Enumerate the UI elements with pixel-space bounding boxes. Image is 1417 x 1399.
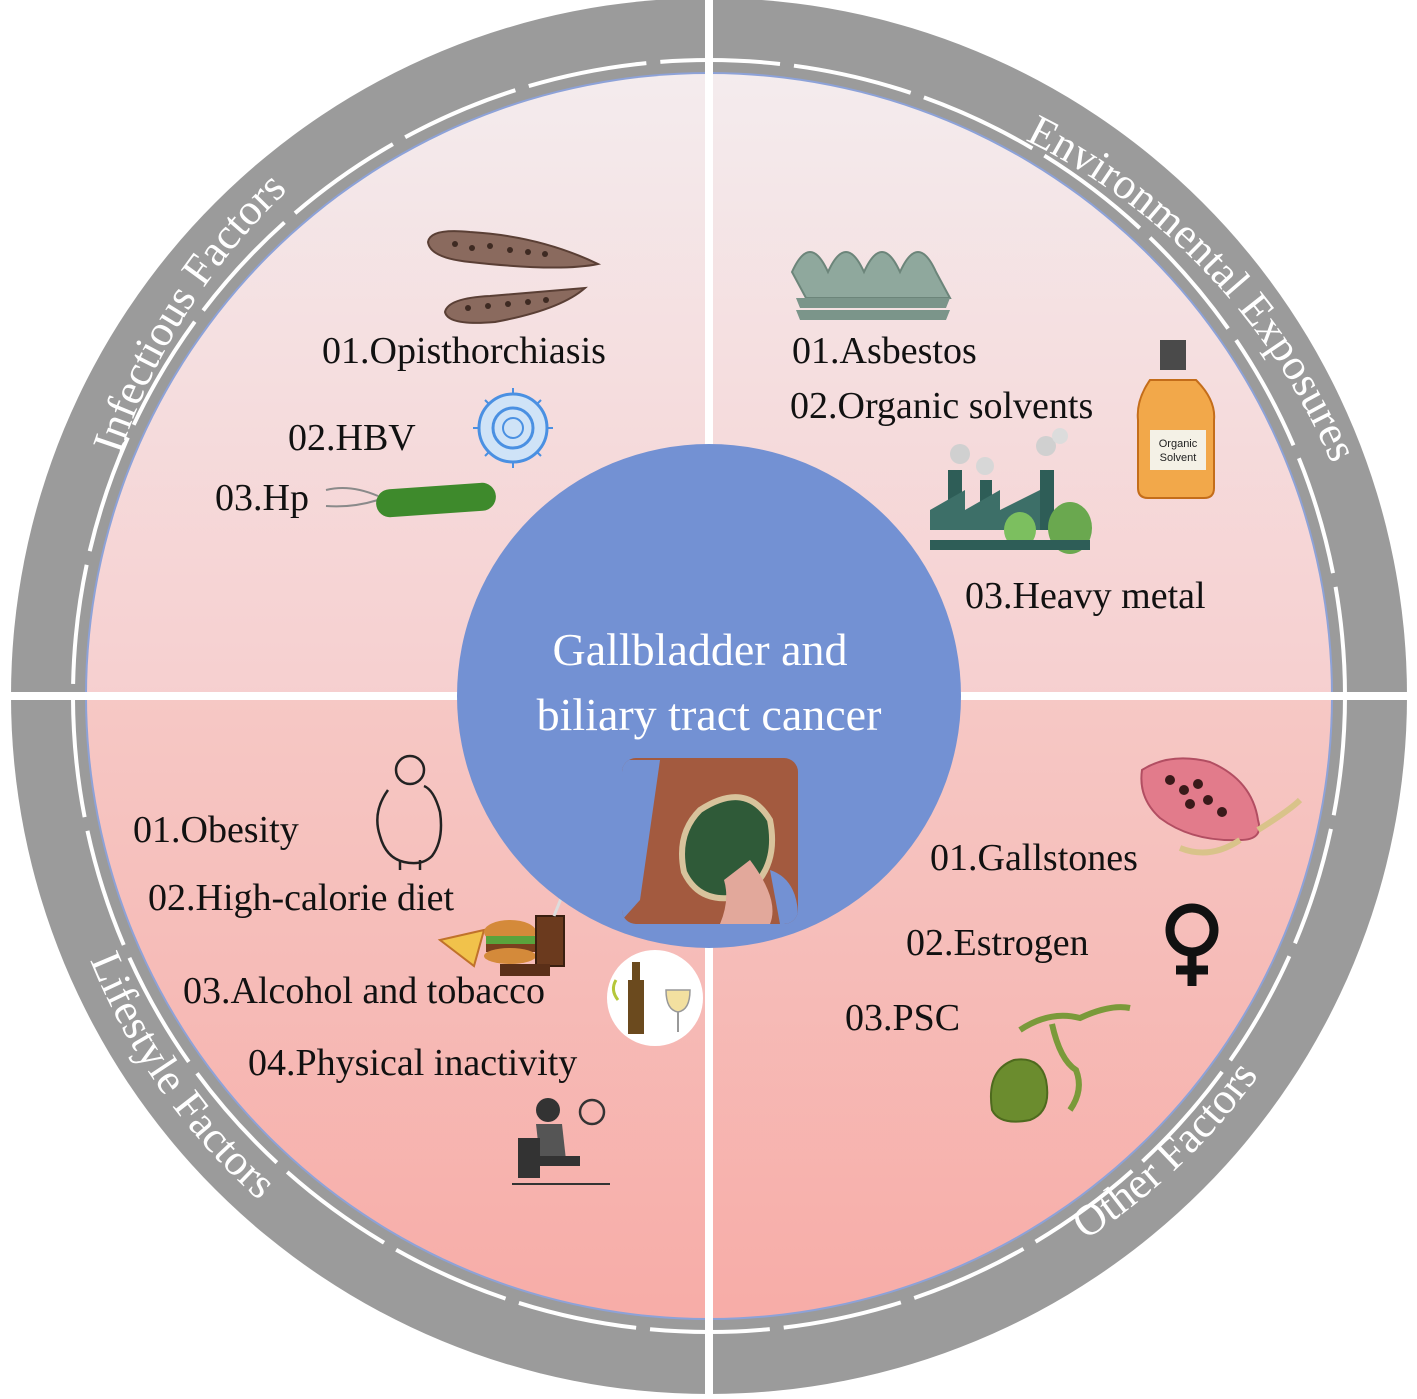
item-alcohol-tobacco: 03.Alcohol and tobacco bbox=[183, 970, 545, 1012]
item-estrogen: 02.Estrogen bbox=[906, 922, 1089, 964]
obese-person-icon bbox=[376, 754, 443, 870]
biliary-tree-icon bbox=[990, 1004, 1131, 1123]
item-heavy-metal: 03.Heavy metal bbox=[965, 575, 1206, 617]
item-obesity: 01.Obesity bbox=[133, 809, 299, 851]
item-physical-inactivity: 04.Physical inactivity bbox=[248, 1042, 577, 1084]
item-hp: 03.Hp bbox=[215, 477, 309, 519]
item-organic-solvents: 02.Organic solvents bbox=[790, 385, 1093, 427]
item-asbestos: 01.Asbestos bbox=[792, 330, 977, 372]
sedentary-person-icon bbox=[512, 1098, 610, 1185]
solvent-bottle-icon: Organic Solvent bbox=[1136, 340, 1216, 499]
bacterium-icon bbox=[325, 482, 496, 518]
factory-icon bbox=[930, 428, 1092, 554]
item-high-calorie-diet: 02.High-calorie diet bbox=[148, 877, 454, 919]
liver-fluke-icon bbox=[426, 230, 602, 324]
bottle-label-line2: Solvent bbox=[1160, 452, 1197, 464]
alcohol-tobacco-icon bbox=[607, 950, 703, 1046]
gallstone-gallbladder-icon bbox=[1140, 757, 1303, 856]
female-symbol-icon bbox=[1165, 903, 1219, 986]
center-circle: Gallbladder and biliary tract cancer bbox=[457, 444, 961, 948]
other-quadrant: 01.Gallstones 02.Estrogen 03.PSC bbox=[845, 757, 1303, 1123]
center-title-line1: Gallbladder and bbox=[552, 624, 847, 675]
infectious-quadrant: 01.Opisthorchiasis 02.HBV 03.Hp bbox=[215, 230, 606, 519]
fast-food-icon bbox=[437, 895, 565, 976]
center-title-line2: biliary tract cancer bbox=[537, 689, 882, 740]
lifestyle-quadrant: 01.Obesity 02.High-calorie diet 03.Alcoh… bbox=[133, 754, 703, 1185]
item-psc: 03.PSC bbox=[845, 997, 960, 1039]
item-opisthorchiasis: 01.Opisthorchiasis bbox=[322, 330, 606, 372]
item-gallstones: 01.Gallstones bbox=[930, 837, 1138, 879]
asbestos-sheet-icon bbox=[790, 251, 952, 320]
bottle-label-line1: Organic bbox=[1159, 438, 1198, 450]
gallbladder-tumor-illustration bbox=[622, 758, 798, 924]
item-hbv: 02.HBV bbox=[288, 417, 416, 459]
environmental-quadrant: 01.Asbestos 02.Organic solvents Organic … bbox=[790, 251, 1216, 617]
virus-icon bbox=[473, 388, 553, 468]
